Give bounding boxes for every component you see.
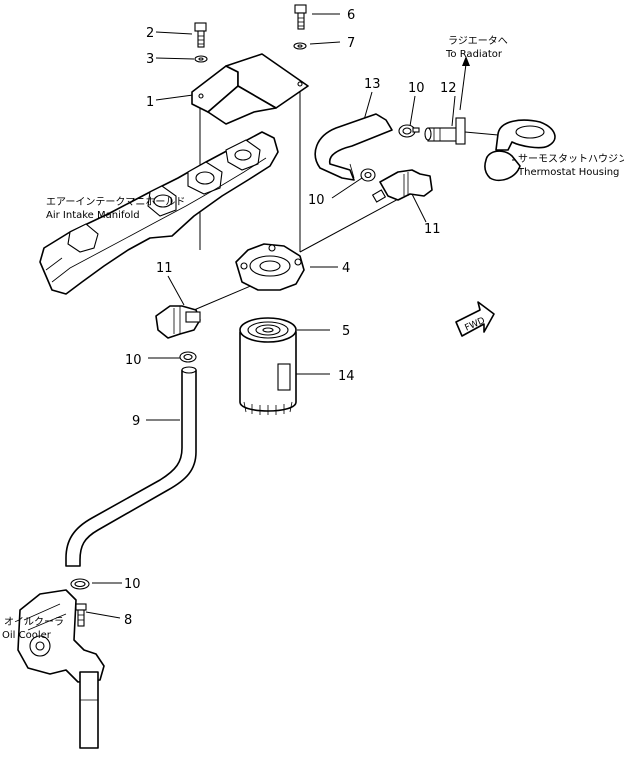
connector-8-icon [75,603,87,627]
leader-lines [85,13,456,619]
manifold-label-en: Air Intake Manifold [46,210,140,221]
clamp-10-middle-icon [360,168,376,182]
thermostat-housing-icon [484,119,556,182]
callout-10-hose-top: 10 [125,353,142,368]
callout-10-top: 10 [408,81,425,96]
callout-8: 8 [124,613,132,628]
thermostat-label-en: Thermostat Housing [517,167,619,178]
bolt-2-icon [194,22,207,48]
callout-6: 6 [347,8,355,23]
elbow-11-left-icon [155,305,201,339]
washer-7-icon [293,42,307,50]
callout-12: 12 [440,81,457,96]
callout-5: 5 [342,324,350,339]
bracket-1-icon [191,53,309,125]
clamp-10-hose-top-icon [179,351,197,363]
callout-11-right: 11 [424,222,441,237]
hose-13-icon [314,113,393,181]
bolt-6-icon [294,4,307,30]
hose-9-icon [65,366,197,567]
callout-7: 7 [347,36,355,51]
clamp-10-hose-bottom-icon [70,578,90,590]
callout-1: 1 [146,95,154,110]
radiator-label-jp: ラジエータへ [448,35,508,47]
callout-10-hose-bottom: 10 [124,577,141,592]
callout-10-middle: 10 [308,193,325,208]
callout-2: 2 [146,26,154,41]
thermostat-label-jp: サーモスタットハウジング [518,152,624,165]
radiator-label-en: To Radiator [445,49,503,60]
cooler-label-jp: オイルクーラ [4,616,64,628]
fwd-arrow-icon: FWD [455,301,495,337]
callout-11-left: 11 [156,261,173,276]
text-labels: ラジエータへ To Radiator サーモスタットハウジング Thermost… [2,35,624,641]
cooler-label-en: Oil Cooler [2,630,52,641]
callout-9: 9 [132,414,140,429]
filter-cartridge-5-icon [239,317,297,415]
washer-3-icon [194,55,208,63]
callout-3: 3 [146,52,154,67]
callout-numbers: 1 2 3 4 5 6 7 8 9 10 10 10 10 11 11 12 1… [124,8,457,628]
elbow-11-right-icon [371,169,433,203]
air-intake-manifold-icon [39,131,279,295]
elbow-12-icon [424,117,499,145]
radiator-arrow-icon [459,56,470,111]
callout-13: 13 [364,77,381,92]
oil-cooler-icon [17,589,105,749]
callout-4: 4 [342,261,350,276]
filter-head-4-icon [235,243,305,291]
manifold-label-jp: エアーインテークマニホールド [46,196,185,208]
callout-14: 14 [338,369,355,384]
clamp-10-top-icon [398,124,420,138]
